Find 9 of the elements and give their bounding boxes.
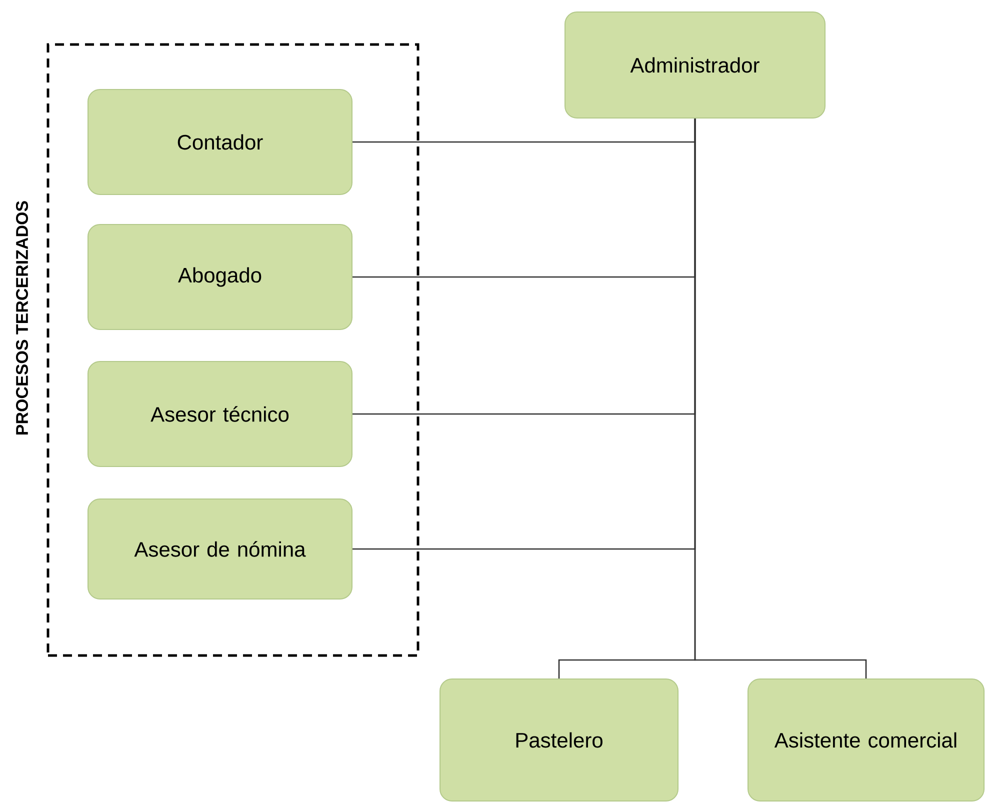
role-box: Asesor de nómina	[88, 498, 352, 600]
group-heading: PROCESOS TERCERIZADOS	[16, 201, 28, 434]
role-box: Asesor técnico	[88, 361, 352, 467]
role-box: Asistente comercial	[748, 678, 984, 802]
connector-line	[694, 118, 867, 678]
role-box: Contador	[88, 89, 352, 195]
role-box: Pastelero	[440, 678, 678, 802]
role-box: Abogado	[88, 224, 352, 330]
role-box: Administrador	[564, 12, 826, 118]
